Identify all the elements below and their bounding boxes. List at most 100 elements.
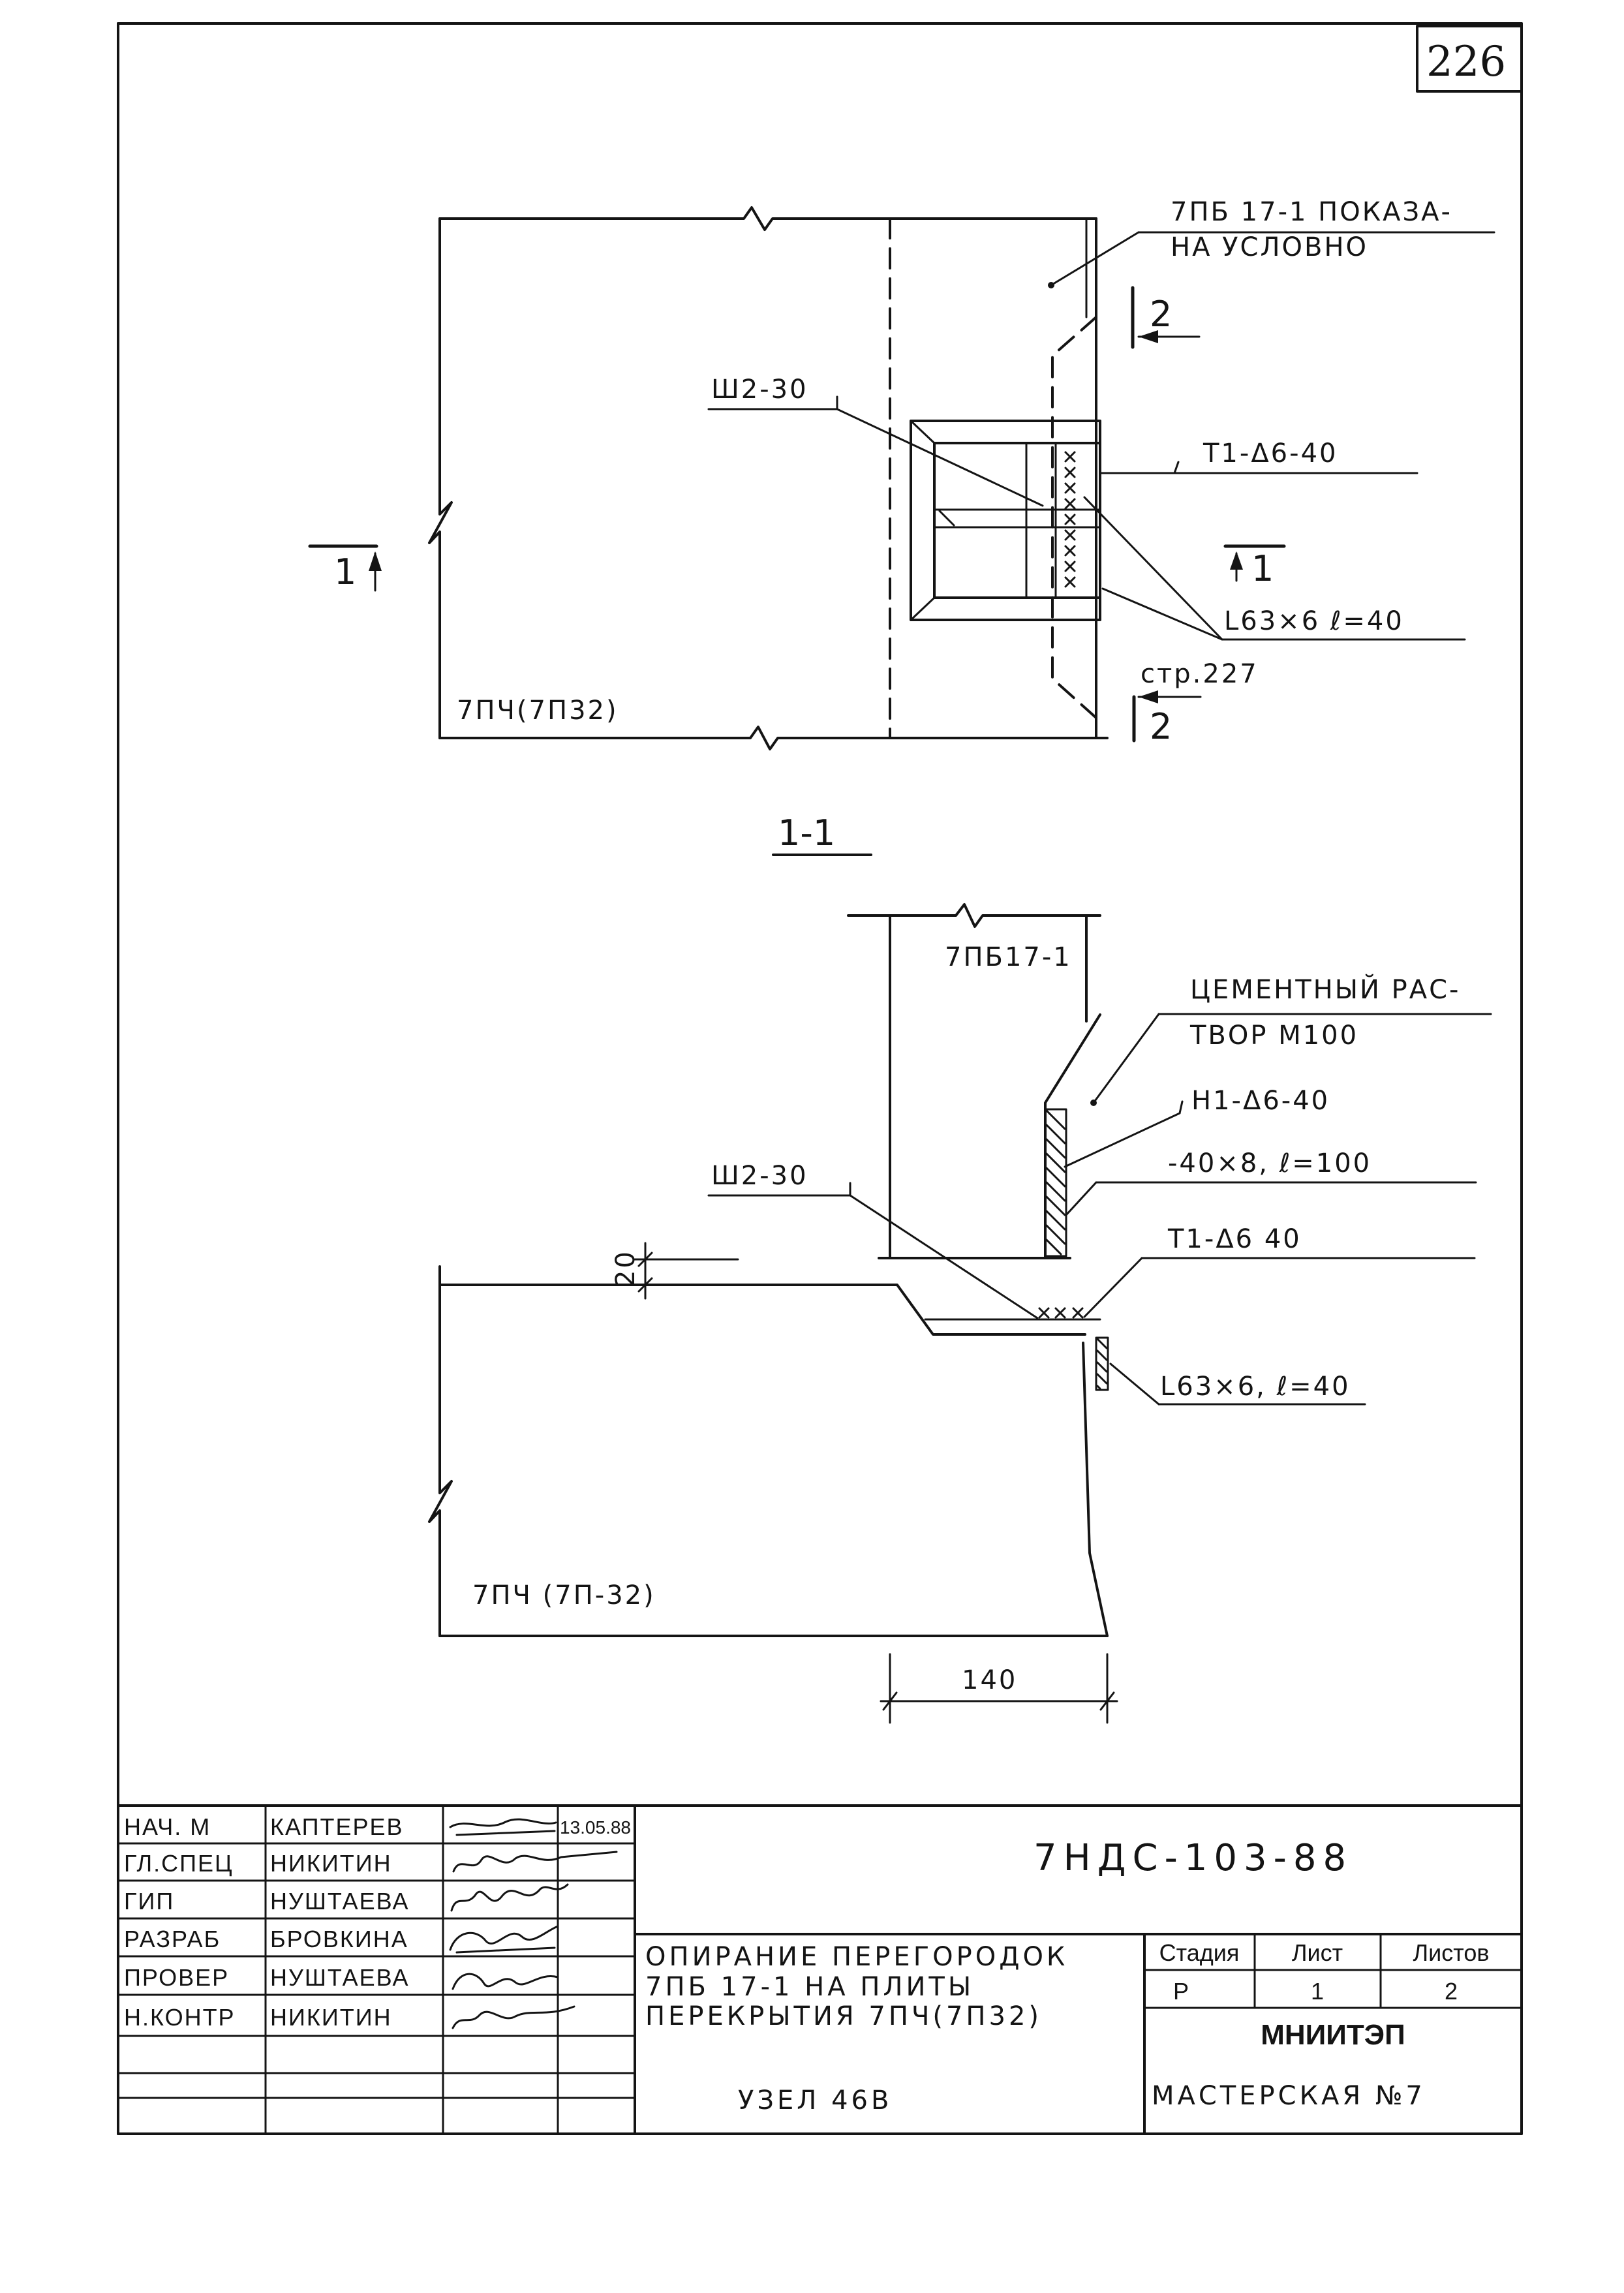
weld-mark	[1064, 561, 1076, 572]
signature-3	[450, 1883, 569, 1912]
weld-mark	[1064, 576, 1076, 588]
plan-weld-tick	[1173, 461, 1180, 474]
weld-mark	[1038, 1307, 1050, 1319]
signatory-name: НИКИТИН	[270, 2004, 392, 2031]
plan-weld-label: Т1-Δ6-40	[1203, 439, 1338, 469]
sheets-value: 2	[1445, 1978, 1458, 2005]
plate-bevel-bottom	[910, 596, 936, 621]
partition-top-break-line	[847, 903, 1101, 928]
mortar-label-line2: ТВОР М100	[1189, 1021, 1358, 1051]
plan-bottom-break-line	[438, 726, 1109, 750]
section-angle-leader	[1109, 1362, 1160, 1406]
angle-hatch	[1096, 1338, 1108, 1390]
signatory-name: НУШТАЕВА	[270, 1964, 410, 1991]
section-title: 1-1	[778, 812, 835, 854]
slab-left-break-line	[428, 1265, 453, 1637]
sheets-header: Листов	[1413, 1939, 1490, 1966]
gap-tick-1	[637, 1252, 653, 1267]
weld-mark	[1064, 498, 1076, 510]
document-code: 7НДС-103-88	[1034, 1837, 1353, 1879]
signature-5	[452, 1973, 559, 1990]
signature-4	[449, 1925, 559, 1954]
stage-header: Стадия	[1159, 1939, 1240, 1966]
anchor-tick	[1178, 1100, 1184, 1115]
gap-dimension-label: 20	[611, 1250, 641, 1287]
hatch-line	[1045, 1195, 1066, 1216]
signatory-name: БРОВКИНА	[270, 1926, 408, 1952]
weld-mark	[1064, 545, 1076, 557]
signatory-role: ГЛ.СПЕЦ	[124, 1850, 234, 1877]
hatch-line	[1045, 1210, 1066, 1231]
hatch-line	[1045, 1224, 1066, 1245]
section-weld-leader	[1083, 1257, 1143, 1318]
section-2-top-arrowhead	[1139, 330, 1158, 343]
section-view: 7ПБ17-1 ЦЕМЕНТНЫЙ РАС- ТВОР М100 Н1-Δ6-4…	[428, 903, 1492, 1724]
partition-note-line2: НА УСЛОВНО	[1171, 232, 1368, 262]
signatory-name: НИКИТИН	[270, 1850, 392, 1877]
steel-plate-hatch	[1045, 1109, 1066, 1255]
hatch-line	[1045, 1239, 1062, 1255]
section-angle-label: L63×6, ℓ=40	[1160, 1372, 1351, 1402]
width-tick-left	[882, 1691, 898, 1711]
hatch-line	[1045, 1109, 1066, 1130]
weld-mark	[1064, 514, 1076, 525]
section-weld-label: Т1-Δ6 40	[1167, 1224, 1302, 1254]
section-1-left-arrowhead	[369, 551, 382, 571]
hatch-line	[1096, 1361, 1108, 1373]
weld-mark	[1054, 1307, 1066, 1319]
sheet-value: 1	[1311, 1978, 1324, 2005]
sheet-reference: стр.227	[1141, 659, 1259, 689]
sheet-header: Лист	[1292, 1939, 1343, 1966]
signature-1	[449, 1818, 557, 1836]
leader-dot	[1048, 282, 1054, 288]
signatory-role: ГИП	[124, 1888, 174, 1915]
signatory-role: ПРОВЕР	[124, 1964, 229, 1991]
angle-l63	[1095, 1336, 1109, 1391]
bolt-hatch	[938, 510, 955, 527]
plan-angle-leader-2	[1101, 587, 1223, 641]
hatch-line	[1045, 1167, 1066, 1188]
section-bolt-leader	[849, 1194, 1039, 1319]
plan-bolt-label: Ш2-30	[711, 375, 808, 405]
weld-mark	[1064, 467, 1076, 478]
section-slab-label: 7ПЧ (7П-32)	[472, 1580, 656, 1610]
mortar-leader	[1092, 1013, 1160, 1104]
section-1-right-arrowhead	[1230, 551, 1243, 570]
section-weld-marks	[1038, 1307, 1084, 1319]
signatory-name: КАПТЕРЕВ	[270, 1813, 404, 1840]
signature-6	[452, 2005, 575, 2029]
section-2-bottom-label: 2	[1150, 706, 1172, 747]
signatory-role: РАЗРАБ	[124, 1926, 221, 1952]
sheet-number: 226	[1426, 38, 1506, 86]
description-line-1: ОПИРАНИЕ ПЕРЕГОРОДОК	[645, 1942, 1068, 1972]
description-line-3: ПЕРЕКРЫТИЯ 7ПЧ(7П32)	[645, 2001, 1042, 2031]
partition-note-line1: 7ПБ 17-1 ПОКАЗА-	[1171, 197, 1452, 227]
hatch-line	[1096, 1338, 1108, 1349]
slab-right-edge	[1082, 1342, 1109, 1637]
section-bolt-label: Ш2-30	[711, 1161, 808, 1191]
section-1-right-label: 1	[1251, 548, 1274, 589]
plan-angle-leader-1	[1083, 496, 1223, 641]
plan-top-break-line	[438, 206, 1097, 231]
plan-mortar-outline-dashed	[1051, 316, 1097, 719]
hatch-line	[1045, 1152, 1066, 1173]
hatch-line	[1045, 1124, 1066, 1145]
signatory-role: Н.КОНТР	[124, 2004, 236, 2031]
node-label: УЗЕЛ 46В	[738, 2085, 892, 2116]
stage-value: Р	[1173, 1978, 1189, 2005]
weld-mark	[1072, 1307, 1084, 1319]
section-1-left-label: 1	[334, 551, 356, 592]
hatch-line	[1096, 1385, 1101, 1390]
sheet-frame: 226	[117, 22, 1523, 2135]
weld-mark	[1064, 451, 1076, 463]
mortar-slope	[1044, 1013, 1101, 1259]
organization-name: МНИИТЭП	[1261, 2019, 1405, 2051]
anchor-label: Н1-Δ6-40	[1191, 1086, 1330, 1116]
hatch-line	[1096, 1373, 1108, 1385]
width-dimension-label: 140	[962, 1665, 1017, 1695]
mortar-label-line1: ЦЕМЕНТНЫЙ РАС-	[1190, 974, 1460, 1005]
weld-mark	[1064, 529, 1076, 541]
plan-view: 7ПБ 17-1 ПОКАЗА- НА УСЛОВНО 2 Ш2-30 Т1-Δ…	[308, 197, 1495, 750]
leader-dot	[1090, 1100, 1097, 1106]
